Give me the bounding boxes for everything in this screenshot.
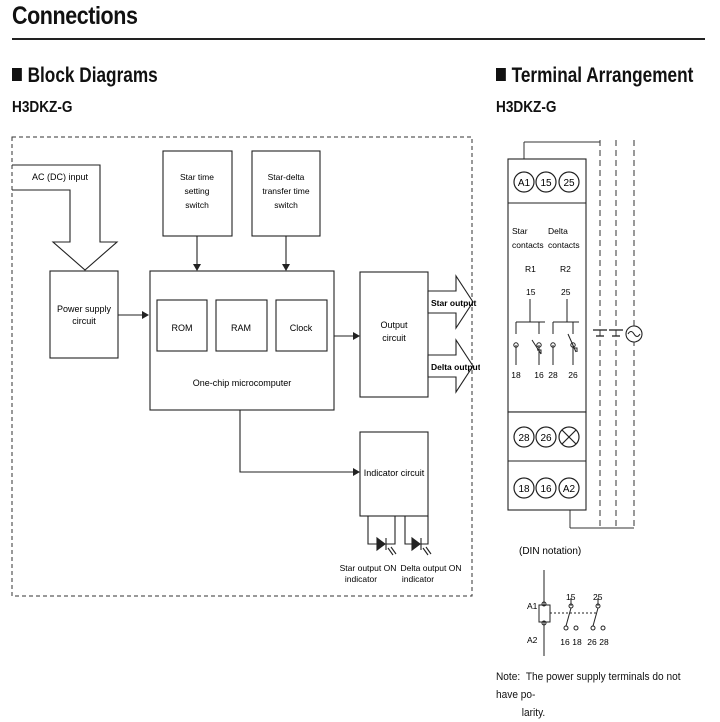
output-circuit-box (359, 271, 429, 398)
terminal-16: 16 (535, 477, 557, 499)
contact-terminal-28: 28 (548, 370, 558, 380)
relay-housing-upper (507, 158, 587, 413)
note-text-line-1: The power supply terminals do not have p… (496, 671, 681, 701)
page-title: Connections (12, 2, 138, 30)
svg-text:15: 15 (540, 178, 552, 189)
delta-output-arrow (427, 338, 474, 394)
svg-text:25: 25 (563, 178, 575, 189)
indicator-circuit-label: Indicator circuit (364, 468, 425, 478)
rom-box (156, 299, 208, 352)
indicator-lamp-icon (558, 426, 580, 448)
ac-input-arrow (12, 164, 119, 271)
clock-box (275, 299, 328, 352)
terminal-a1: A1 (513, 171, 535, 193)
terminal-arrangement-heading: Terminal Arrangement (496, 64, 693, 88)
star-indicator-label-2: indicator (345, 574, 377, 584)
title-divider (12, 38, 705, 40)
star-delta-switch-label-2: transfer time (262, 186, 310, 196)
delta-contacts-label-1: Delta (548, 226, 568, 236)
star-time-switch-label-3: switch (185, 200, 209, 210)
star-contacts-label-1: Star (512, 226, 528, 236)
dc-supply-icon (609, 329, 623, 337)
ac-input-label: AC (DC) input (32, 172, 89, 182)
r2-label: R2 (560, 264, 571, 274)
star-contacts-label-2: contacts (512, 240, 544, 250)
delta-contacts-label-2: contacts (548, 240, 580, 250)
ram-box (215, 299, 268, 352)
micro-to-indicator-line (239, 410, 358, 473)
star-delta-switch-label-1: Star-delta (268, 172, 305, 182)
note-text-line-2: larity. (521, 707, 546, 719)
contact-terminal-26: 26 (568, 370, 578, 380)
rom-label: ROM (172, 323, 193, 333)
star-time-switch-label-2: setting (184, 186, 209, 196)
din-25-label: 25 (593, 592, 603, 602)
svg-text:16: 16 (540, 484, 552, 495)
star-time-switch-label-1: Star time (180, 172, 214, 182)
square-bullet-icon (496, 68, 506, 81)
block-diagram-model: H3DKZ-G (12, 99, 73, 116)
dc-supply-icon (593, 329, 607, 337)
r1-top-terminal: 15 (526, 287, 536, 297)
delta-indicator-label-2: indicator (402, 574, 434, 584)
svg-text:A1: A1 (518, 178, 531, 189)
contact-terminal-16: 16 (534, 370, 544, 380)
ram-label: RAM (231, 323, 251, 333)
star-delta-switch-box (251, 150, 321, 237)
note-label: Note: (496, 671, 521, 683)
arrowhead (193, 264, 201, 271)
block-diagram: AC (DC) input Power supply circuit Star … (11, 136, 480, 597)
r2-top-terminal: 25 (561, 287, 571, 297)
arrowhead (353, 332, 360, 340)
star-led-icon (367, 516, 397, 556)
power-supply-note: Note: The power supply terminals do not … (496, 668, 693, 722)
din-28-label: 28 (599, 637, 609, 647)
terminal-arrangement-model: H3DKZ-G (496, 99, 557, 116)
din-18-label: 18 (572, 637, 582, 647)
clock-label: Clock (290, 323, 313, 333)
terminal-25: 25 (558, 171, 580, 193)
power-supply-label-2: circuit (72, 316, 96, 326)
din-schematic (538, 570, 606, 656)
delta-led-icon (404, 516, 432, 556)
microcomputer-label: One-chip microcomputer (193, 378, 292, 388)
power-supply-label-1: Power supply (57, 304, 112, 314)
svg-text:18: 18 (518, 484, 530, 495)
star-output-label: Star output (431, 298, 476, 308)
svg-text:28: 28 (518, 433, 530, 444)
terminal-15: 15 (535, 171, 557, 193)
star-delta-switch-label-3: switch (274, 200, 298, 210)
din-a2-label: A2 (527, 635, 538, 645)
ac-source-icon (625, 325, 643, 343)
arrowhead (282, 264, 290, 271)
contact-terminal-18: 18 (511, 370, 521, 380)
output-circuit-label-2: circuit (382, 333, 406, 343)
terminal-26: 26 (535, 426, 557, 448)
din-15-label: 15 (566, 592, 576, 602)
arrowhead (353, 468, 360, 476)
power-supply-box (49, 270, 119, 359)
arrowhead (142, 311, 149, 319)
terminal-arrangement: A1 15 25 Star contacts Delta contacts R1… (507, 140, 643, 656)
indicator-circuit-box (359, 431, 429, 517)
din-16-label: 16 (560, 637, 570, 647)
din-a1-label: A1 (527, 601, 538, 611)
block-diagram-heading: Block Diagrams (12, 64, 158, 88)
terminal-18: 18 (513, 477, 535, 499)
square-bullet-icon (12, 68, 22, 81)
star-output-arrow (427, 274, 474, 330)
output-circuit-label-1: Output (380, 320, 408, 330)
svg-text:A2: A2 (563, 484, 576, 495)
svg-text:26: 26 (540, 433, 552, 444)
delta-indicator-label-1: Delta output ON (401, 563, 462, 573)
din-26-label: 26 (587, 637, 597, 647)
star-indicator-label-1: Star output ON (340, 563, 397, 573)
contacts-schematic (513, 299, 579, 365)
din-notation-label: (DIN notation) (519, 546, 581, 557)
delta-output-label: Delta output (431, 362, 480, 372)
terminal-28: 28 (513, 426, 535, 448)
terminal-a2: A2 (558, 477, 580, 499)
r1-label: R1 (525, 264, 536, 274)
